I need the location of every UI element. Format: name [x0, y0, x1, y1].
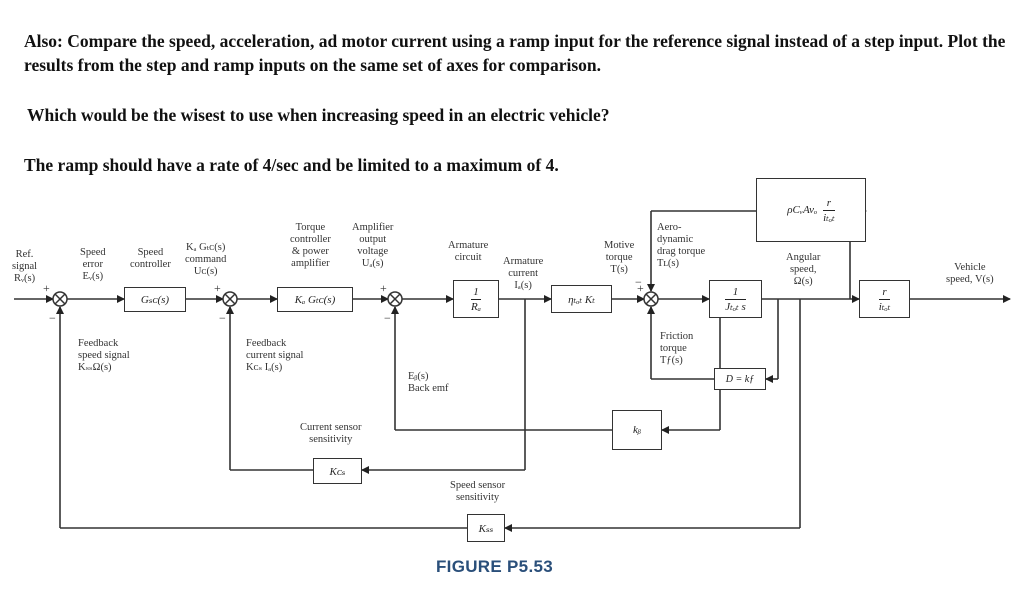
- summing-junction-4: [643, 291, 659, 307]
- summing-junctions: [52, 291, 659, 307]
- question-line-1: Also: Compare the speed, acceleration, a…: [24, 31, 1006, 75]
- sign-plus-1: +: [43, 281, 50, 295]
- question-line-2: Which would be the wisest to use when in…: [27, 105, 610, 125]
- sign-plus-3: +: [380, 281, 387, 295]
- current-sensor-block: Kᴄₛ: [313, 458, 362, 484]
- friction-block: D = kƒ: [714, 368, 766, 390]
- aero-den: iₜₒₜ: [823, 211, 835, 224]
- figure-caption: FIGURE P5.53: [436, 557, 553, 576]
- back-emf-label: Eᵦ(s)Back emf: [408, 371, 449, 394]
- inertia-num: 1: [732, 285, 739, 298]
- sign-plus-4: +: [637, 281, 644, 295]
- armature-den: Rₐ: [471, 300, 481, 313]
- sign-minus-3: −: [384, 311, 391, 325]
- gear-den: iₜₒₜ: [878, 300, 891, 313]
- torque-controller-block: Kₐ Gₜᴄ(s): [277, 287, 353, 312]
- back-emf-block: kᵦ: [612, 410, 662, 450]
- aero-drag-block: ρCᵥAvₒ r iₜₒₜ: [756, 178, 866, 242]
- armature-num: 1: [473, 285, 479, 298]
- speed-controller-block: Gₛᴄ(s): [124, 287, 186, 312]
- aero-num: r: [826, 196, 832, 209]
- summing-junction-1: [52, 291, 68, 307]
- sign-minus-2: −: [219, 311, 226, 325]
- sign-minus-4: −: [635, 275, 642, 289]
- summing-junction-2: [222, 291, 238, 307]
- aero-coefficient: ρCᵥAvₒ: [787, 204, 818, 216]
- gear-num: r: [882, 285, 887, 298]
- speed-sensor-block: Kₛₛ: [467, 514, 505, 542]
- sign-minus-1: −: [49, 311, 56, 325]
- gear-ratio-block: r iₜₒₜ: [859, 280, 910, 318]
- motor-constant-block: ηₜₒₜ Kₜ: [551, 285, 612, 313]
- question-line-3: The ramp should have a rate of 4/sec and…: [24, 155, 559, 175]
- sign-plus-2: +: [214, 281, 221, 295]
- summing-junction-3: [387, 291, 403, 307]
- inertia-den: Jₜₒₜ s: [725, 300, 746, 313]
